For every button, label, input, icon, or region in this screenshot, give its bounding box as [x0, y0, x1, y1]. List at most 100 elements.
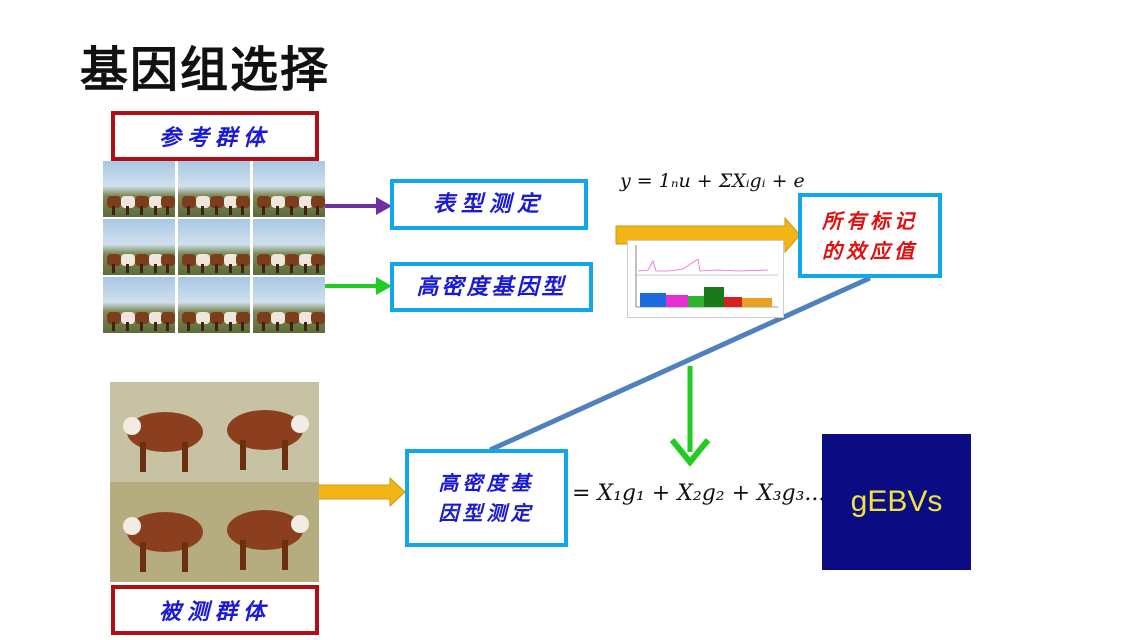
cow-leg [304, 206, 307, 215]
cow-figure [285, 254, 299, 266]
cow-figure [161, 254, 175, 266]
cow-leg [187, 206, 190, 215]
manhattan-plot-thumbnail [627, 240, 784, 318]
cow-leg [187, 322, 190, 331]
cow-leg [290, 322, 293, 331]
reference-cattle-photo [178, 277, 250, 333]
cow-leg [154, 322, 157, 331]
cow-figure [182, 196, 196, 208]
cow-figure [149, 312, 163, 324]
gold-arrow-small-icon [312, 476, 406, 508]
cow-figure [224, 254, 238, 266]
cow-leg [229, 322, 232, 331]
marker-effects-line1: 所有标记 [822, 208, 918, 233]
cow-figure [236, 312, 250, 324]
cow-figure [210, 254, 224, 266]
cow-figure [135, 196, 149, 208]
cow-leg [201, 322, 204, 331]
cow-leg [229, 206, 232, 215]
cow-figure [121, 196, 135, 208]
cow-leg [154, 264, 157, 273]
cow-figure [135, 312, 149, 324]
cow-leg [262, 206, 265, 215]
hd-genotyping-test-box: 高密度基 因型测定 [405, 449, 568, 547]
cow-figure [224, 312, 238, 324]
cow-figure [210, 312, 224, 324]
cow-figure [182, 254, 196, 266]
cow-leg [112, 264, 115, 273]
reference-cattle-grid [103, 161, 325, 333]
cow-leg [241, 206, 244, 215]
cow-figure [285, 196, 299, 208]
cow-leg [112, 322, 115, 331]
cow-figure [224, 196, 238, 208]
cow-figure [236, 254, 250, 266]
cow-figure [149, 196, 163, 208]
cow-leg [316, 264, 319, 273]
cow-leg [304, 264, 307, 273]
reference-cattle-photo [103, 161, 175, 217]
marker-effects-line2: 的效应值 [822, 238, 918, 263]
cow-figure [107, 254, 121, 266]
cow-figure [161, 312, 175, 324]
bull-illustration [110, 382, 319, 582]
cow-figure [311, 196, 325, 208]
cow-leg [241, 322, 244, 331]
cow-leg [140, 322, 143, 331]
cow-figure [121, 312, 135, 324]
cow-leg [241, 264, 244, 273]
cow-figure [182, 312, 196, 324]
cow-leg [276, 322, 279, 331]
cow-leg [215, 322, 218, 331]
reference-cattle-photo [103, 219, 175, 275]
cow-figure [107, 312, 121, 324]
reference-cattle-photo [253, 161, 325, 217]
test-cattle-photo [110, 382, 319, 582]
cow-figure [257, 312, 271, 324]
cow-figure [271, 196, 285, 208]
cow-leg [262, 264, 265, 273]
cow-figure [285, 312, 299, 324]
cow-leg [290, 264, 293, 273]
cow-figure [299, 196, 313, 208]
cow-figure [121, 254, 135, 266]
reference-population-label: 参考群体 [111, 111, 319, 161]
cow-figure [149, 254, 163, 266]
purple-arrowhead-icon [376, 197, 392, 215]
cow-figure [196, 254, 210, 266]
gebvs-label: gEBVs [850, 485, 943, 518]
cow-leg [140, 264, 143, 273]
cow-figure [196, 312, 210, 324]
page-title: 基因组选择 [80, 42, 331, 98]
hd-genotyping-line2: 因型测定 [438, 501, 535, 525]
cow-figure [210, 196, 224, 208]
cow-figure [107, 196, 121, 208]
cow-leg [316, 206, 319, 215]
hd-genotyping-line1: 高密度基 [438, 471, 535, 495]
gebvs-result-box: gEBVs [822, 434, 971, 570]
prediction-formula: = X₁g₁ + X₂g₂ + X₃g₃...... [572, 481, 847, 506]
cow-figure [257, 196, 271, 208]
cow-leg [166, 322, 169, 331]
cow-figure [311, 312, 325, 324]
cow-leg [187, 264, 190, 273]
cow-leg [154, 206, 157, 215]
marker-effects-box: 所有标记 的效应值 [798, 193, 942, 278]
cow-figure [271, 254, 285, 266]
cow-leg [262, 322, 265, 331]
cow-leg [126, 264, 129, 273]
cow-figure [135, 254, 149, 266]
cow-figure [271, 312, 285, 324]
connector-line [488, 275, 872, 453]
cow-leg [215, 206, 218, 215]
cow-figure [257, 254, 271, 266]
cow-leg [304, 322, 307, 331]
reference-cattle-photo [253, 277, 325, 333]
cow-leg [276, 206, 279, 215]
cow-figure [161, 196, 175, 208]
model-formula: y = 1ₙu + ΣXᵢgᵢ + e [620, 170, 805, 192]
cow-leg [166, 264, 169, 273]
cow-leg [126, 206, 129, 215]
cow-leg [215, 264, 218, 273]
reference-cattle-photo [178, 219, 250, 275]
